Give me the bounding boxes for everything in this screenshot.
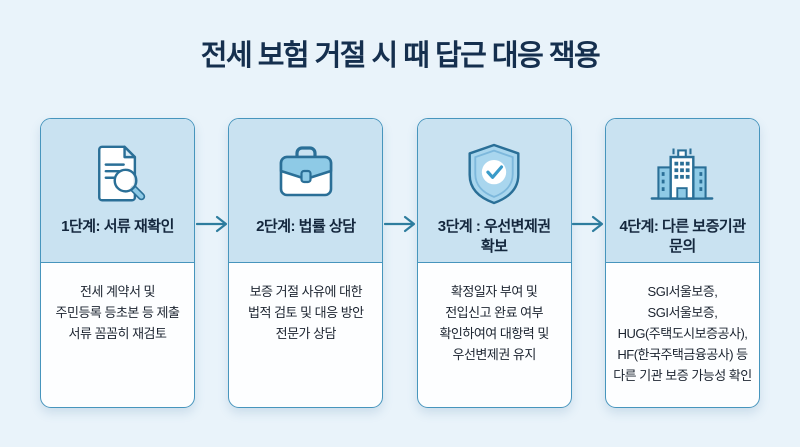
arrow-right-icon [195, 214, 228, 234]
step-3-title: 3단계 : 우선변제권 확보 [437, 218, 551, 255]
step-2-title: 2단계: 법률 상담 [256, 218, 356, 235]
shield-check-icon [465, 141, 523, 207]
step-2-description: 보증 거절 사유에 대한 법적 검토 및 대응 방안 전문가 상담 [248, 284, 364, 342]
step-1-description: 전세 계약서 및 주민등록 등초본 등 제출 서류 꼼꼼히 재검토 [55, 284, 180, 342]
step-card-2-header: 2단계: 법률 상담 [229, 119, 383, 263]
arrow-right-icon [572, 214, 605, 234]
step-4-title: 4단계: 다른 보증기관 문의 [619, 218, 746, 255]
step-card-3: 3단계 : 우선변제권 확보 확정일자 부여 및 전입신고 완료 여부 확인하여… [416, 118, 572, 408]
arrow-right-icon [383, 214, 416, 234]
steps-row: 1단계: 서류 재확인 전세 계약서 및 주민등록 등초본 등 제출 서류 꼼꼼… [0, 118, 800, 408]
page-title: 전세 보험 거절 시 때 답근 대응 잭용 [200, 40, 601, 72]
step-1-title: 1단계: 서류 재확인 [61, 218, 174, 235]
step-4-description: SGI서울보증, SGI서울보증, HUG(주택도시보증공사), HF(한국주택… [613, 284, 752, 384]
step-card-4: 4단계: 다른 보증기관 문의 SGI서울보증, SGI서울보증, HUG(주택… [604, 118, 760, 408]
step-card-1-header: 1단계: 서류 재확인 [41, 119, 194, 263]
document-search-icon [88, 141, 148, 207]
step-card-4-header: 4단계: 다른 보증기관 문의 [605, 119, 759, 263]
step-card-2: 2단계: 법률 상담 보증 거절 사유에 대한 법적 검토 및 대응 방안 전문… [228, 118, 384, 408]
step-card-3-header: 3단계 : 우선변제권 확보 [417, 119, 571, 263]
building-icon [649, 141, 715, 207]
step-3-description: 확정일자 부여 및 전입신고 완료 여부 확인하여여 대항력 및 우선변제권 유… [439, 284, 549, 363]
briefcase-icon [274, 141, 338, 207]
step-card-1: 1단계: 서류 재확인 전세 계약서 및 주민등록 등초본 등 제출 서류 꼼꼼… [40, 118, 195, 408]
